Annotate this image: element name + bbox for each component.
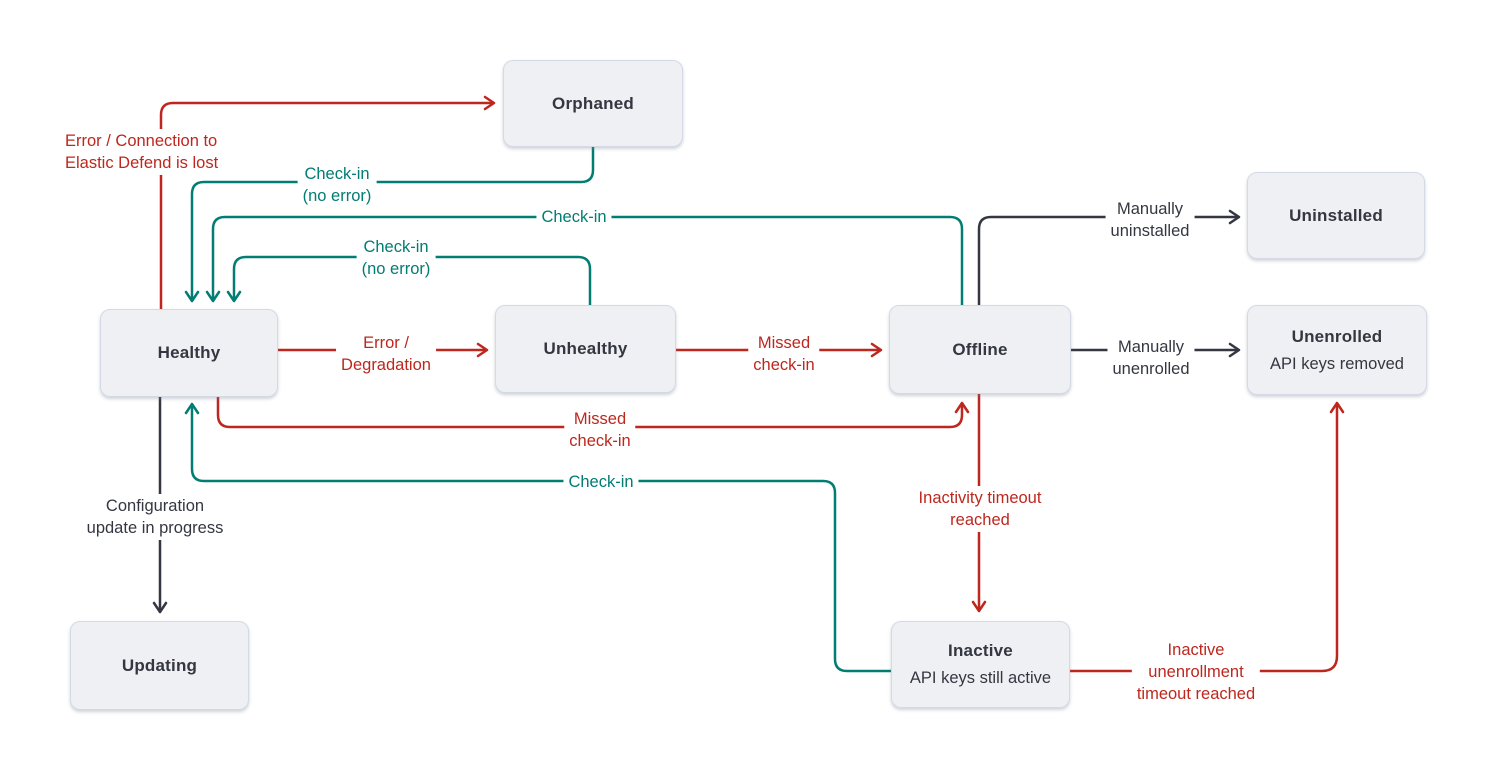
edge-label-line: Check-in bbox=[541, 208, 607, 226]
edge-label-inactive-to-healthy: Check-in bbox=[563, 470, 639, 494]
edge-label-line: timeout reached bbox=[1136, 685, 1256, 703]
edge-label-offline-to-healthy: Check-in bbox=[536, 205, 612, 229]
edge-inactive-to-unenrolled bbox=[1070, 401, 1345, 673]
edge-label-orphaned-to-healthy: Check-in (no error) bbox=[297, 162, 377, 208]
edge-label-line: (no error) bbox=[361, 260, 431, 278]
edge-label-line: Inactivity timeout bbox=[918, 489, 1042, 507]
node-inactive-label: Inactive bbox=[948, 641, 1013, 660]
edge-offline-to-uninstalled bbox=[977, 209, 1241, 305]
edge-label-offline-to-unenrolled: Manually unenrolled bbox=[1107, 335, 1195, 381]
edge-label-line: Error / bbox=[363, 334, 409, 352]
edge-label-line: Missed bbox=[573, 410, 627, 428]
edge-label-line: Elastic Defend is lost bbox=[65, 154, 219, 172]
node-offline-label: Offline bbox=[952, 339, 1008, 359]
node-updating: Updating bbox=[70, 621, 249, 710]
edge-label-healthy-to-orphaned: Error / Connection to Elastic Defend is … bbox=[60, 129, 224, 175]
edge-label-line: Manually bbox=[1116, 200, 1184, 218]
edge-label-unhealthy-to-offline: Missed check-in bbox=[748, 331, 820, 377]
node-orphaned: Orphaned bbox=[503, 60, 683, 147]
node-unenrolled: Unenrolled API keys removed bbox=[1247, 305, 1427, 395]
edge-label-line: unenrolled bbox=[1112, 360, 1190, 378]
edge-label-line: Inactive bbox=[1167, 641, 1225, 659]
node-inactive-sublabel: API keys still active bbox=[909, 669, 1052, 687]
node-unhealthy: Unhealthy bbox=[495, 305, 676, 393]
edge-label-line: (no error) bbox=[302, 187, 372, 205]
edge-label-line: Degradation bbox=[341, 356, 431, 374]
edge-label-line: unenrollment bbox=[1148, 663, 1244, 681]
edge-label-line: update in progress bbox=[86, 519, 224, 537]
node-inactive: Inactive API keys still active bbox=[891, 621, 1070, 708]
edge-orphaned-to-healthy bbox=[184, 147, 595, 303]
edge-inactive-to-healthy bbox=[184, 402, 891, 673]
node-orphaned-label: Orphaned bbox=[552, 93, 634, 113]
edge-label-line: Check-in bbox=[568, 473, 634, 491]
node-healthy: Healthy bbox=[100, 309, 278, 397]
edge-label-line: Missed bbox=[757, 334, 811, 352]
node-unhealthy-label: Unhealthy bbox=[543, 339, 628, 358]
node-updating-label: Updating bbox=[121, 655, 198, 675]
edge-label-line: Check-in bbox=[363, 238, 429, 256]
edge-label-line: check-in bbox=[753, 356, 815, 374]
edge-label-line: reached bbox=[950, 511, 1010, 529]
edge-label-offline-to-uninstalled: Manually uninstalled bbox=[1105, 197, 1195, 243]
edge-label-healthy-to-unhealthy: Error / Degradation bbox=[336, 331, 436, 377]
edge-label-inactive-to-unenrolled: Inactive unenrollment timeout reached bbox=[1131, 638, 1261, 706]
edge-label-line: uninstalled bbox=[1110, 222, 1190, 240]
node-unenrolled-label: Unenrolled bbox=[1291, 326, 1383, 346]
node-unenrolled-sublabel: API keys removed bbox=[1270, 354, 1404, 373]
node-uninstalled: Uninstalled bbox=[1247, 172, 1425, 259]
node-healthy-label: Healthy bbox=[157, 343, 221, 362]
edge-label-line: check-in bbox=[569, 432, 631, 450]
edge-label-line: Check-in bbox=[304, 165, 370, 183]
edge-label-line: Manually bbox=[1117, 338, 1185, 356]
edge-label-unhealthy-to-healthy: Check-in (no error) bbox=[356, 235, 436, 281]
edge-label-healthy-to-offline: Missed check-in bbox=[564, 407, 636, 453]
edge-label-offline-to-inactive: Inactivity timeout reached bbox=[913, 486, 1047, 532]
edge-label-healthy-to-updating: Configuration update in progress bbox=[81, 494, 229, 540]
node-offline: Offline bbox=[889, 305, 1071, 394]
node-uninstalled-label: Uninstalled bbox=[1289, 205, 1383, 225]
edge-label-line: Configuration bbox=[105, 497, 205, 515]
edge-label-line: Error / Connection to bbox=[65, 132, 218, 150]
edge-healthy-to-orphaned bbox=[159, 95, 496, 309]
